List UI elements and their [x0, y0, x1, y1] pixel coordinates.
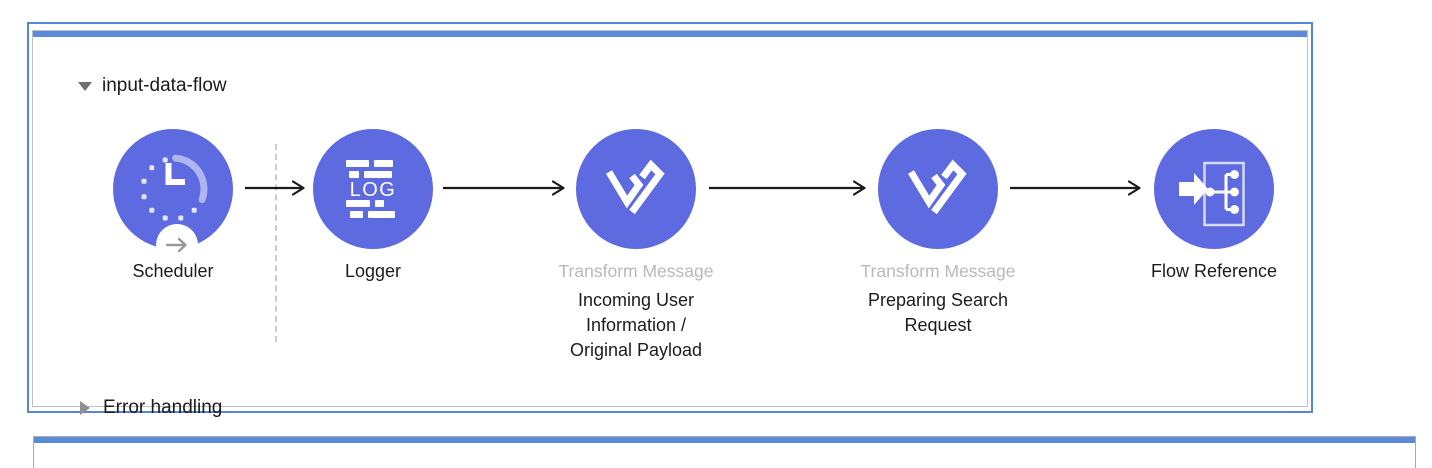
node-name: Logger [344, 261, 402, 281]
flow-title: input-data-flow [102, 75, 227, 96]
logger-icon[interactable]: LOG [313, 129, 433, 249]
node-name: Flow Reference [1150, 261, 1278, 281]
flow-title-row[interactable]: input-data-flow [78, 75, 227, 97]
node-name: Preparing Search Request [867, 290, 1009, 335]
source-separator-dashed-line [275, 144, 277, 342]
node-name: Scheduler [132, 261, 214, 281]
flow-header-bar [34, 437, 1415, 443]
transform-dataweave-icon[interactable] [878, 129, 998, 249]
node-label: Flow Reference [1104, 259, 1324, 284]
node-type-label: Transform Message [860, 261, 1016, 281]
connector-arrow [245, 180, 305, 196]
node-transform-message-1[interactable]: Transform Message Incoming User Informat… [526, 129, 746, 363]
node-flow-reference[interactable]: Flow Reference [1104, 129, 1324, 284]
connector-arrow [443, 180, 565, 196]
flow-container-input-data-flow[interactable]: input-data-flow [27, 22, 1313, 418]
node-label: Logger [263, 259, 483, 284]
node-logger[interactable]: LOG Logger [263, 129, 483, 284]
flow-header-bar [33, 31, 1307, 37]
scheduler-clock-icon[interactable] [113, 129, 233, 266]
next-flow-container-partial[interactable] [33, 436, 1416, 468]
node-label: Transform Message Preparing Search Reque… [828, 259, 1048, 338]
collapse-triangle-down-icon[interactable] [78, 81, 92, 91]
collapse-triangle-right-icon[interactable] [80, 401, 90, 415]
flow-container-inner: input-data-flow [32, 30, 1308, 418]
flow-reference-icon[interactable] [1154, 129, 1274, 249]
node-scheduler[interactable]: Scheduler [63, 129, 283, 284]
node-label: Scheduler [63, 259, 283, 284]
transform-dataweave-icon[interactable] [576, 129, 696, 249]
connector-arrow [1010, 180, 1141, 196]
error-handling-section[interactable]: Error handling [80, 397, 222, 419]
node-label: Transform Message Incoming User Informat… [526, 259, 746, 363]
node-type-label: Transform Message [558, 261, 714, 281]
svg-text:LOG: LOG [350, 179, 397, 201]
error-handling-label: Error handling [103, 397, 223, 418]
node-name: Incoming User Information / Original Pay… [569, 290, 703, 360]
connector-arrow [709, 180, 866, 196]
node-transform-message-2[interactable]: Transform Message Preparing Search Reque… [828, 129, 1048, 338]
